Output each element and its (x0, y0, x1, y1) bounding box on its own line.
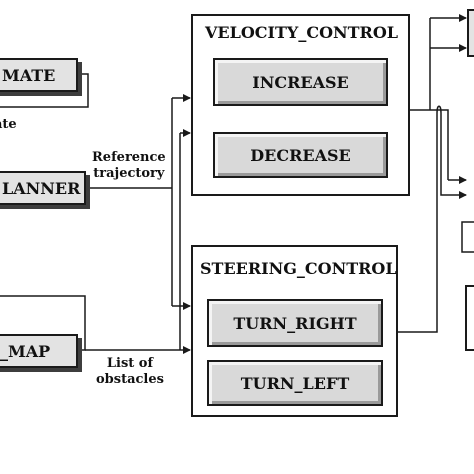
map-block[interactable]: _MAP (0, 334, 78, 368)
increase-label: INCREASE (252, 72, 349, 92)
estimate-block[interactable]: MATE (0, 58, 78, 92)
decrease-button[interactable]: DECREASE (213, 132, 388, 178)
steering-hop (436, 105, 467, 199)
turn-right-label: TURN_RIGHT (233, 313, 357, 333)
steering-control-panel: STEERING_CONTROL TURN_RIGHT TURN_LEFT (191, 245, 398, 417)
map-loop-wire (0, 295, 86, 351)
list-of-obstacles-label: List of obstacles (96, 356, 164, 387)
planner-block-label: LANNER (2, 178, 81, 198)
right-block-bottom (465, 285, 474, 351)
map-block-label: _MAP (0, 341, 51, 361)
planner-block[interactable]: LANNER (0, 171, 86, 205)
estimate-block-label: MATE (2, 65, 56, 85)
estimate-loop-wire (0, 73, 89, 108)
velocity-right-bus (430, 109, 449, 180)
steering-output-wire (398, 113, 438, 333)
right-small-loop (461, 221, 474, 253)
estimate-sub-label: ate (0, 117, 17, 132)
increase-button[interactable]: INCREASE (213, 58, 388, 106)
turn-right-button[interactable]: TURN_RIGHT (207, 299, 383, 347)
reference-trajectory-label: Reference trajectory (92, 150, 166, 181)
decrease-label: DECREASE (250, 145, 351, 165)
velocity-control-title: VELOCITY_CONTROL (205, 23, 399, 42)
turn-left-label: TURN_LEFT (240, 373, 350, 393)
velocity-control-panel: VELOCITY_CONTROL INCREASE DECREASE (191, 14, 410, 196)
turn-left-button[interactable]: TURN_LEFT (207, 360, 383, 406)
right-block-top (467, 9, 474, 57)
steering-control-title: STEERING_CONTROL (200, 259, 397, 278)
